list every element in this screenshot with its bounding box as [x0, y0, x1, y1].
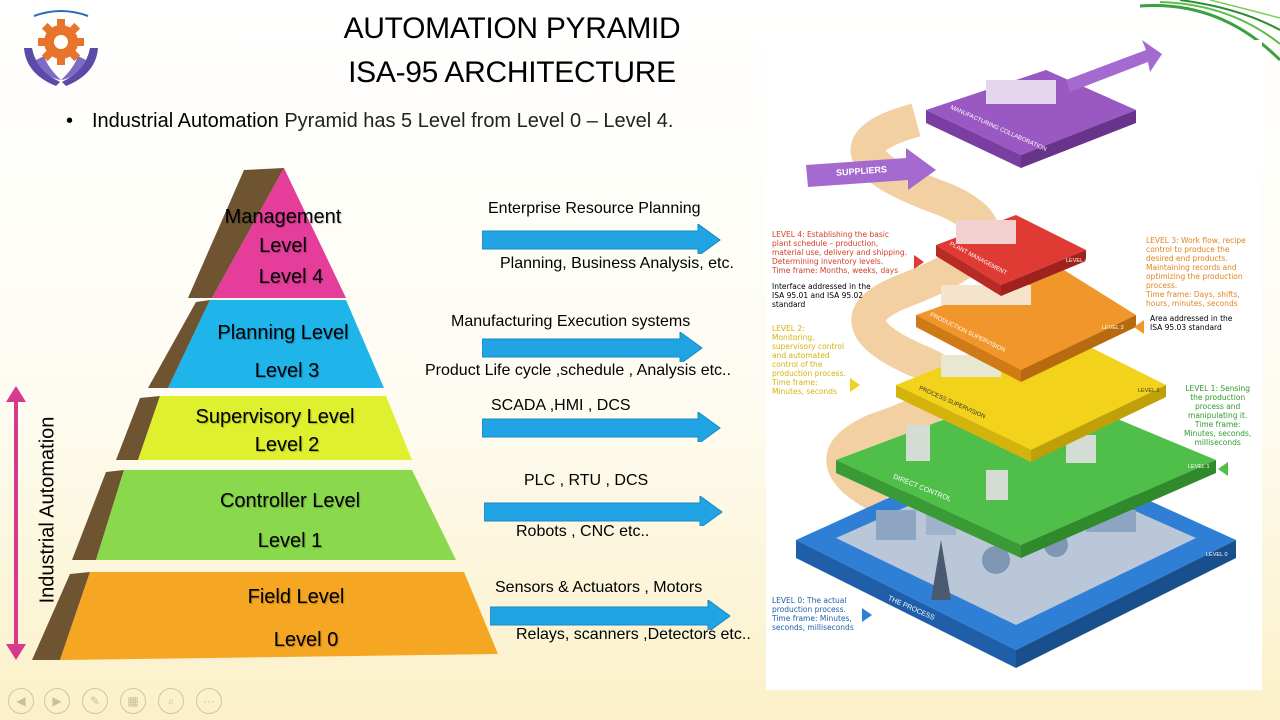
title-line-2: ISA-95 ARCHITECTURE: [348, 56, 676, 89]
pyramid-face-level1: [96, 470, 456, 560]
automation-pyramid: [32, 168, 498, 660]
desc-l2-top: SCADA ,HMI , DCS: [491, 397, 631, 414]
desc-l1-top: PLC , RTU , DCS: [524, 472, 649, 489]
diagram-lv2: LEVEL 2: [1138, 388, 1160, 394]
arrow-level0: [490, 600, 731, 630]
logo: [16, 8, 106, 90]
pyramid-face-level3: [168, 300, 384, 388]
desc-l1-bottom: Robots , CNC etc..: [516, 523, 650, 540]
level1-num: Level 1: [257, 530, 323, 552]
pyramid-side-level2: [116, 396, 160, 460]
bullet-dot: •: [66, 110, 74, 132]
pyramid-side-level1: [72, 470, 124, 560]
pyramid-side-level4: [188, 168, 284, 298]
side-label: Industrial Automation: [36, 416, 59, 604]
desc-l3-top: Manufacturing Execution systems: [451, 313, 691, 330]
desc-l3-bottom: Product Life cycle ,schedule , Analysis …: [425, 362, 731, 379]
vertical-double-arrow: [6, 386, 26, 660]
previous-icon[interactable]: ◀: [8, 688, 34, 714]
diagram-lv3: LEVEL 3: [1102, 325, 1124, 331]
bullet-bold: Industrial Automation: [92, 110, 279, 132]
level3-name: Planning Level: [217, 322, 349, 344]
pyramid-face-level4: [212, 168, 346, 298]
isa95-diagram: CUSTOMERS SUPPLIERS MANUFACTURING COLLAB…: [766, 40, 1262, 690]
desc-l0-top: Sensors & Actuators , Motors: [495, 579, 703, 596]
level0-name: Field Level: [247, 586, 345, 608]
diagram-lv0: LEVEL 0: [1206, 552, 1228, 558]
desc-l0-bottom: Relays, scanners ,Detectors etc..: [516, 626, 751, 643]
pyramid-side-level0: [32, 572, 90, 660]
level0-num: Level 0: [273, 629, 339, 651]
pyramid-face-level0: [60, 572, 498, 660]
diagram-lv4: LEVEL 4: [1066, 258, 1088, 264]
pyramid-side-level3: [148, 300, 210, 388]
level4-name: Management: [224, 206, 342, 228]
pyramid-face-level2: [138, 396, 412, 460]
pen-icon[interactable]: ✎: [82, 688, 108, 714]
slides-icon[interactable]: ▦: [120, 688, 146, 714]
arrow-level3: [482, 332, 703, 362]
arrow-level2: [482, 412, 721, 442]
arrow-level4: [482, 224, 721, 254]
zoom-icon[interactable]: ⌕: [158, 688, 184, 714]
bullet-point: • Industrial Automation Pyramid has 5 Lev…: [66, 110, 673, 133]
title-line-1: AUTOMATION PYRAMID: [343, 12, 681, 45]
decorative-leaves: [1139, 0, 1280, 90]
bullet-rest: Pyramid has 5 Level from Level 0 – Level…: [278, 110, 674, 132]
level4-name2: Level: [259, 235, 307, 257]
diagram-lv1: LEVEL 1: [1188, 464, 1210, 470]
level3-num: Level 3: [254, 360, 320, 382]
arrow-level1: [484, 496, 723, 526]
level1-name: Controller Level: [219, 490, 361, 512]
level4-num: Level 4: [258, 266, 324, 288]
level2-name: Supervisory Level: [195, 406, 355, 428]
desc-l4-bottom: Planning, Business Analysis, etc.: [500, 255, 734, 272]
level2-num: Level 2: [254, 434, 320, 456]
desc-l4-top: Enterprise Resource Planning: [488, 200, 701, 217]
next-icon[interactable]: ▶: [44, 688, 70, 714]
more-icon[interactable]: ···: [196, 688, 222, 714]
